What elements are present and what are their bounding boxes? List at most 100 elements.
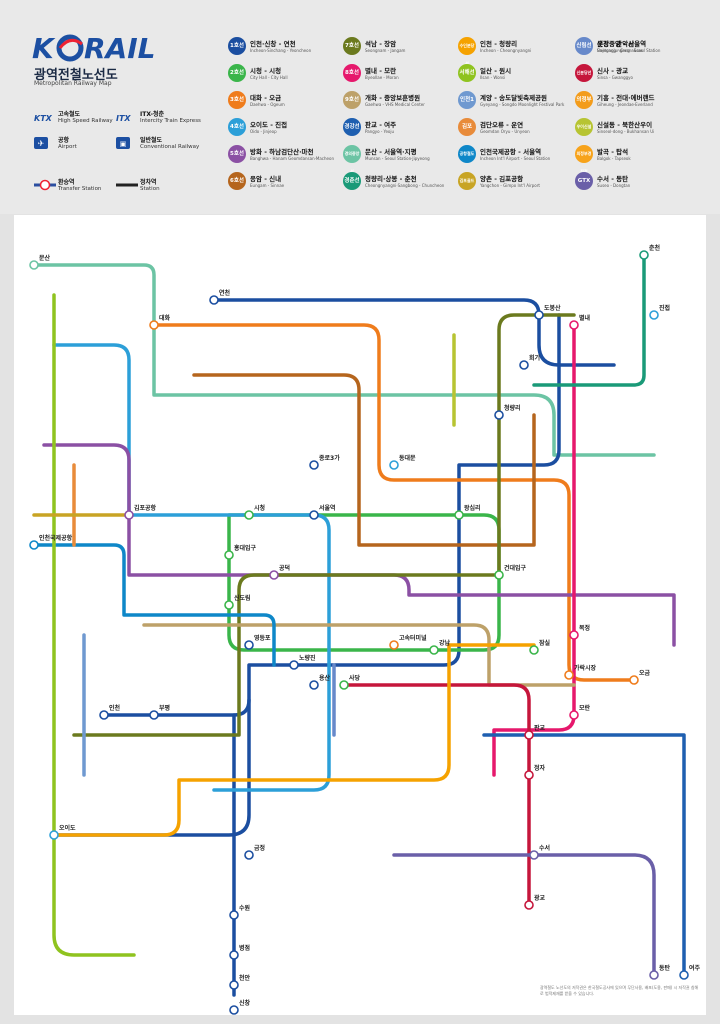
line-badge-icon[interactable]: GTX <box>575 172 593 190</box>
ktx-srt-icon: KTX <box>34 108 56 120</box>
station-marker-icon[interactable] <box>310 511 318 519</box>
station-marker-icon[interactable] <box>225 551 233 559</box>
station-marker-icon[interactable] <box>530 851 538 859</box>
line-badge-icon[interactable]: 경의중앙선 <box>343 145 361 163</box>
station-marker-icon[interactable] <box>245 851 253 859</box>
station-label: 오금 <box>639 669 651 677</box>
line-badge-icon[interactable]: 4호선 <box>228 118 246 136</box>
station-marker-icon[interactable] <box>310 461 318 469</box>
station-marker-icon[interactable] <box>570 321 578 329</box>
line-badge-icon[interactable]: 6호선 <box>228 172 246 190</box>
map-station[interactable]: 잠실 <box>530 639 551 654</box>
map-station[interactable]: 진접 <box>650 304 670 319</box>
map-station[interactable]: 영등포 <box>245 634 271 649</box>
station-marker-icon[interactable] <box>230 1006 238 1014</box>
line-badge-icon[interactable]: 7호선 <box>343 37 361 55</box>
station-marker-icon[interactable] <box>430 646 438 654</box>
station-marker-icon[interactable] <box>230 981 238 989</box>
station-label: 용산 <box>319 674 331 682</box>
map-station[interactable]: 동대문 <box>390 454 416 469</box>
station-marker-icon[interactable] <box>650 971 658 979</box>
line-badge-icon[interactable]: 수인분당선 <box>458 37 476 55</box>
map-station[interactable]: 회기 <box>520 354 540 369</box>
station-marker-icon[interactable] <box>565 671 573 679</box>
station-marker-icon[interactable] <box>455 511 463 519</box>
line-badge-icon[interactable]: 1호선 <box>228 37 246 55</box>
line-badge-icon[interactable]: 우이신설 <box>575 118 593 136</box>
station-label: 춘천 <box>649 244 661 252</box>
line-route-sub: Pangyo - Yeoju <box>365 129 394 134</box>
rail-line-path <box>54 295 134 955</box>
station-marker-icon[interactable] <box>270 571 278 579</box>
station-marker-icon[interactable] <box>535 311 543 319</box>
station-marker-icon[interactable] <box>520 361 528 369</box>
station-marker-icon[interactable] <box>230 951 238 959</box>
line-badge-icon[interactable]: 신분당선 <box>575 64 593 82</box>
station-marker-icon[interactable] <box>125 511 133 519</box>
station-marker-icon[interactable] <box>390 641 398 649</box>
station-marker-icon[interactable] <box>310 681 318 689</box>
station-label: 도봉산 <box>544 304 561 312</box>
line-badge-icon[interactable]: 경춘선 <box>343 172 361 190</box>
station-marker-icon[interactable] <box>340 681 348 689</box>
line-badge-icon[interactable]: 8호선 <box>343 64 361 82</box>
line-badge-icon[interactable]: 5호선 <box>228 145 246 163</box>
station-label: 천안 <box>239 974 251 982</box>
map-station[interactable]: 고속터미널 <box>390 634 427 649</box>
station-marker-icon[interactable] <box>495 411 503 419</box>
station-marker-icon[interactable] <box>230 911 238 919</box>
line-route-name: 청량리·상봉 - 춘천 <box>365 173 417 183</box>
line-badge-icon[interactable]: 김포 <box>458 118 476 136</box>
map-station[interactable]: 신창 <box>230 999 251 1014</box>
line-route-sub: Incheon Int'l Airport - Seoul Station <box>480 156 550 161</box>
rail-line-path <box>34 265 654 455</box>
station-marker-icon[interactable] <box>630 676 638 684</box>
station-marker-icon[interactable] <box>30 541 38 549</box>
station-label: 병점 <box>239 944 250 952</box>
station-marker-icon[interactable] <box>640 251 648 259</box>
legend-item-sub: Transfer Station <box>58 186 101 192</box>
station-marker-icon[interactable] <box>245 641 253 649</box>
line-badge-icon[interactable]: 서해선 <box>458 64 476 82</box>
line-badge-icon[interactable]: 인천1 <box>458 91 476 109</box>
station-marker-icon[interactable] <box>680 971 688 979</box>
station-label: 서울역 <box>319 504 336 512</box>
station-marker-icon[interactable] <box>570 711 578 719</box>
map-station[interactable]: 금정 <box>245 844 265 859</box>
line-badge-icon[interactable]: 공항철도 <box>458 145 476 163</box>
line-badge-icon[interactable]: 경강선 <box>343 118 361 136</box>
line-badge-icon[interactable]: 3호선 <box>228 91 246 109</box>
line-badge-icon[interactable]: 9호선 <box>343 91 361 109</box>
map-title-en: Metropolitan Railway Map <box>34 80 112 87</box>
line-badge-icon[interactable]: 의정부경전철 <box>575 145 593 163</box>
station-marker-icon[interactable] <box>150 321 158 329</box>
station-marker-icon[interactable] <box>525 771 533 779</box>
legend-item-sub: Station <box>140 186 160 192</box>
line-badge-icon[interactable]: 김포골드 <box>458 172 476 190</box>
map-station[interactable]: 종로3가 <box>310 454 340 469</box>
line-badge-icon[interactable]: 신림선 <box>575 37 593 55</box>
station-marker-icon[interactable] <box>530 646 538 654</box>
station-marker-icon[interactable] <box>570 631 578 639</box>
station-marker-icon[interactable] <box>290 661 298 669</box>
map-station[interactable]: 춘천 <box>640 244 661 259</box>
station-marker-icon[interactable] <box>525 901 533 909</box>
station-marker-icon[interactable] <box>390 461 398 469</box>
station-marker-icon[interactable] <box>245 511 253 519</box>
line-badge-icon[interactable]: 의정부 <box>575 91 593 109</box>
station-marker-icon[interactable] <box>50 831 58 839</box>
legend-item-title: 일반철도 <box>140 135 199 144</box>
station-marker-icon[interactable] <box>150 711 158 719</box>
line-badge-icon[interactable]: 2호선 <box>228 64 246 82</box>
station-marker-icon[interactable] <box>100 711 108 719</box>
station-marker-icon[interactable] <box>30 261 38 269</box>
station-marker-icon[interactable] <box>225 601 233 609</box>
map-station[interactable]: 오금 <box>630 669 651 684</box>
station-marker-icon[interactable] <box>495 571 503 579</box>
station-marker-icon[interactable] <box>210 296 218 304</box>
station-marker-icon[interactable] <box>650 311 658 319</box>
line-route-name: 응암 - 신내 <box>250 173 281 183</box>
station-marker-icon[interactable] <box>525 731 533 739</box>
